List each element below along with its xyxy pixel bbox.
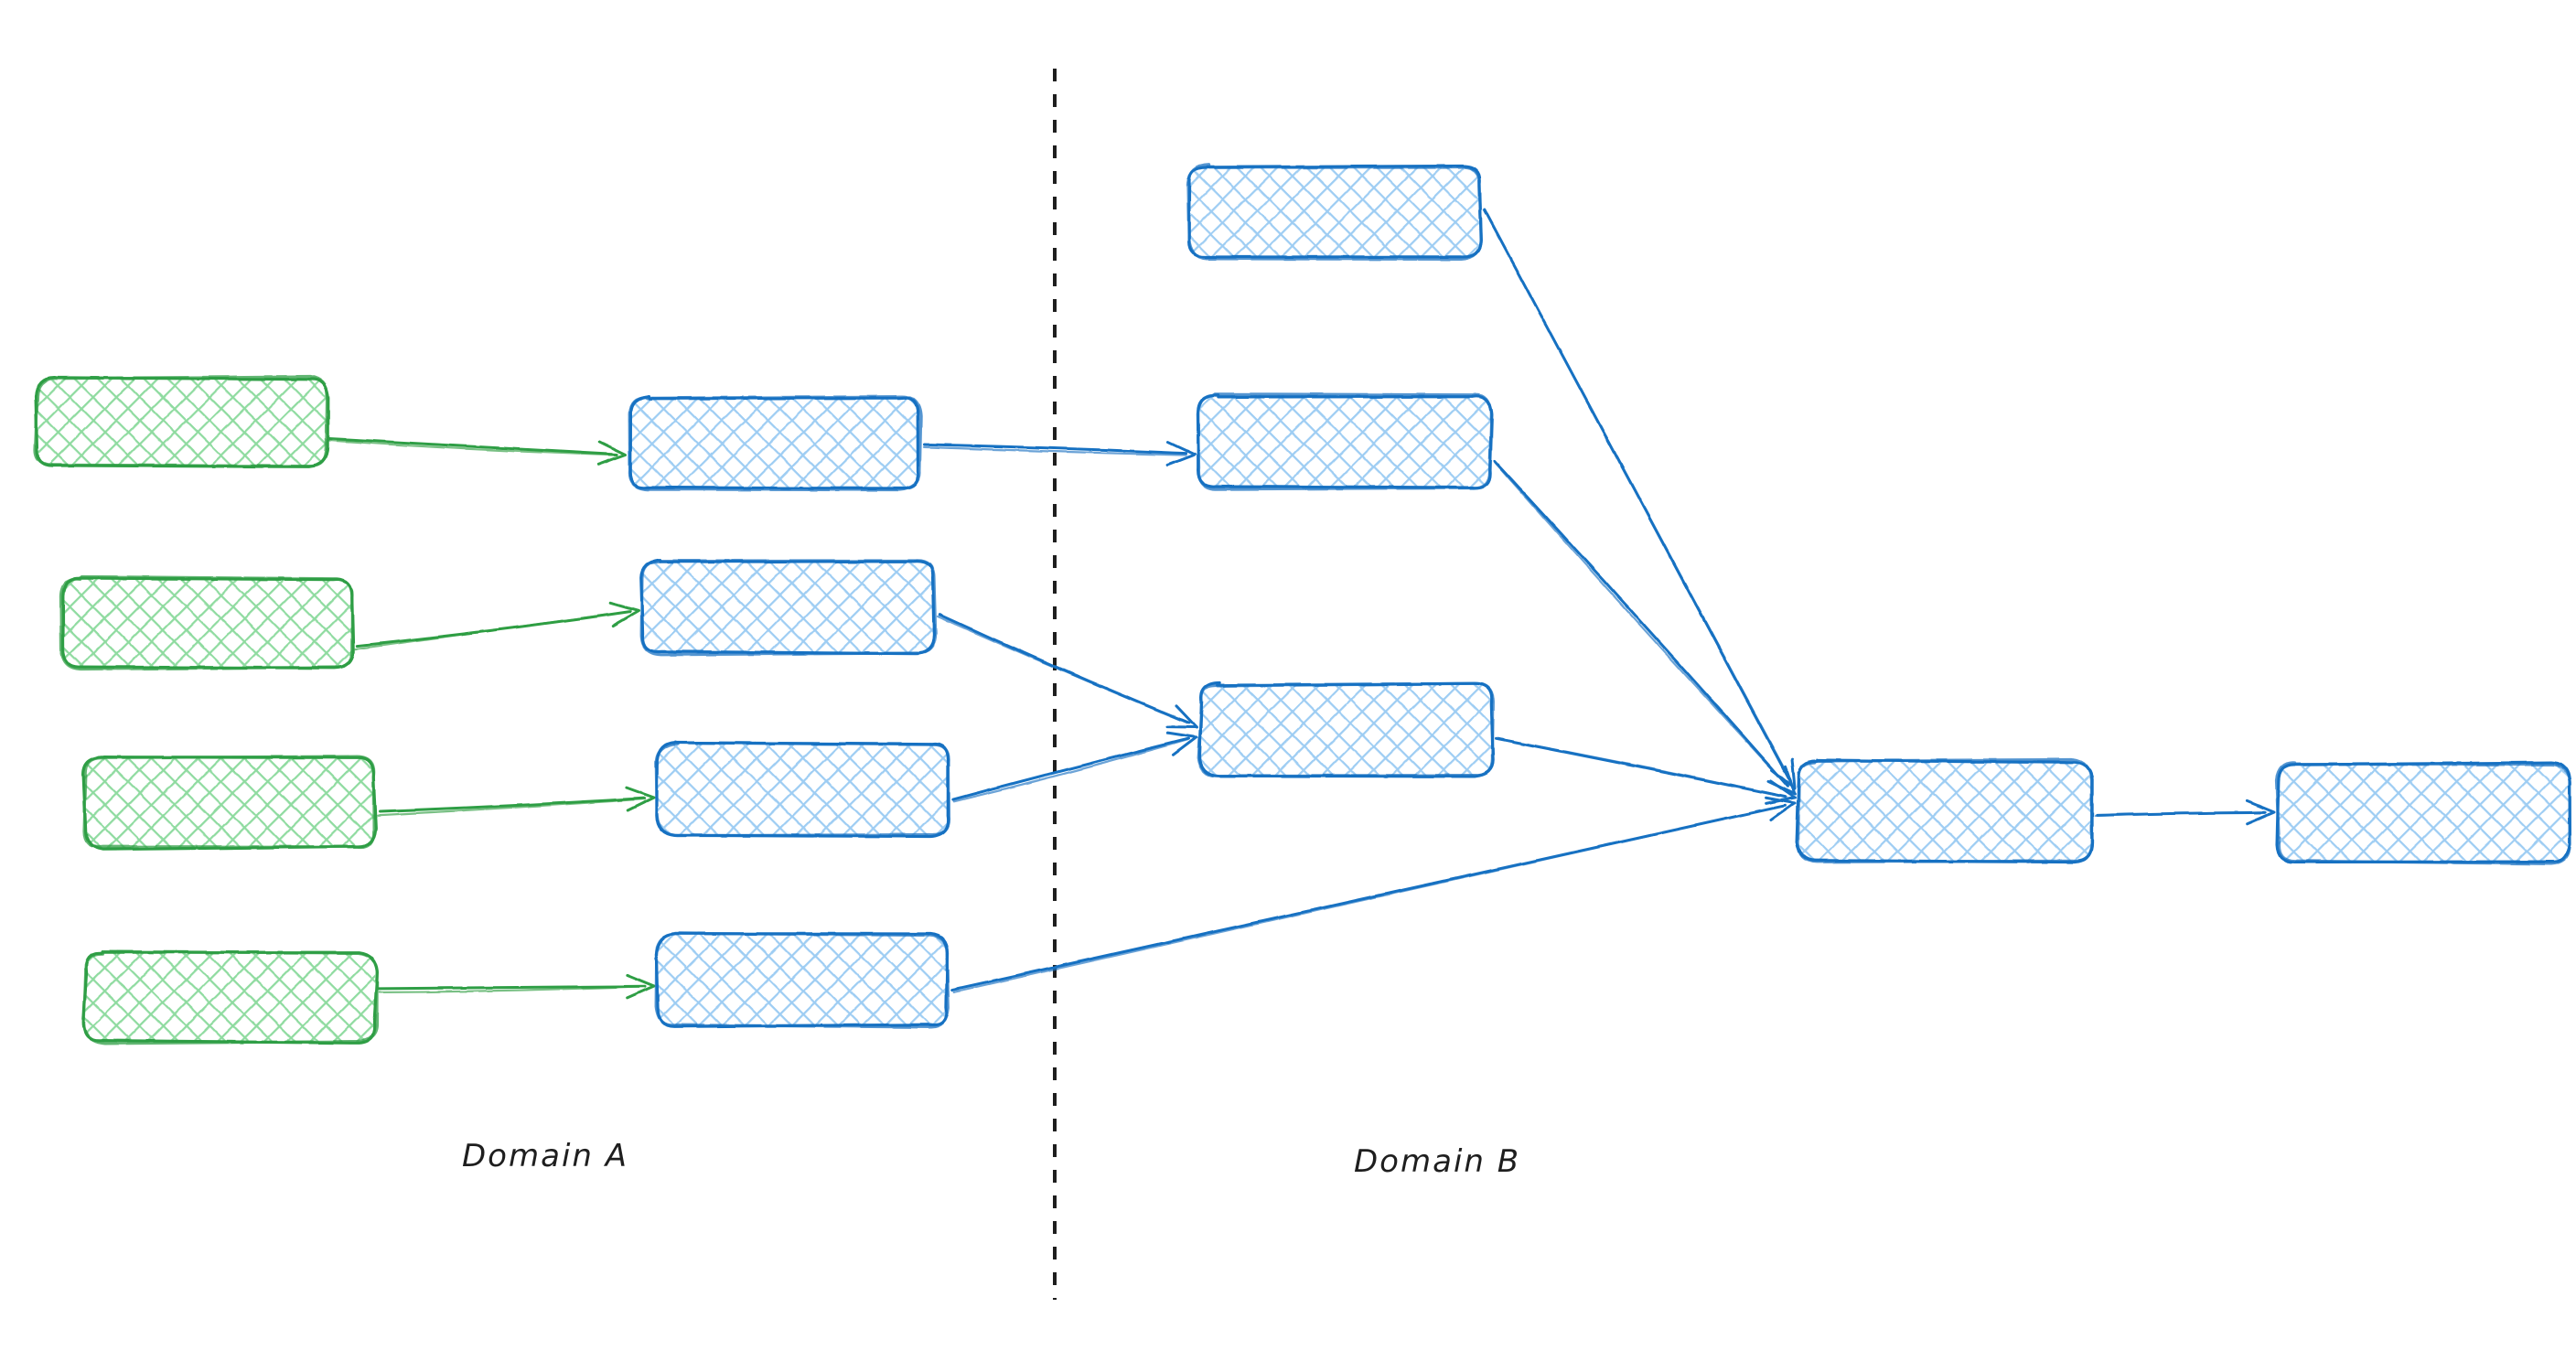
node-a-mid-4[interactable] <box>654 931 950 1029</box>
node-fill <box>36 378 328 467</box>
edge-shaft <box>938 613 1191 724</box>
node-a-mid-3[interactable] <box>654 741 951 839</box>
edge-shaft <box>1483 208 1792 782</box>
node-outline <box>628 394 923 492</box>
label-domain-b: Domain B <box>1354 1143 1520 1180</box>
edge-shaft <box>951 737 1190 801</box>
node-outline <box>59 574 354 671</box>
node-fill <box>2277 763 2570 863</box>
node-fill <box>657 934 949 1027</box>
node-outline <box>1797 757 2094 863</box>
node-fill <box>641 561 935 654</box>
node-fill <box>83 757 376 849</box>
node-fill <box>657 743 950 835</box>
node-b-3[interactable] <box>1197 681 1495 778</box>
node-outline <box>33 374 329 468</box>
edge-shaft <box>922 445 1187 456</box>
edge-arrowhead <box>1165 731 1198 756</box>
node-outline <box>639 559 938 657</box>
edge-shaft <box>1497 737 1787 799</box>
edge-shaft <box>937 615 1190 724</box>
node-outline <box>2274 761 2571 866</box>
node-outline <box>654 931 950 1029</box>
edge-arrowhead <box>1165 704 1198 729</box>
edge-arrowhead <box>1165 441 1197 466</box>
node-b-2[interactable] <box>1196 392 1494 491</box>
node-outline <box>82 755 376 849</box>
node-fill <box>84 952 376 1042</box>
node-b-merge[interactable] <box>1795 757 2094 864</box>
edge-e3 <box>376 786 656 817</box>
node-b-out[interactable] <box>2274 761 2572 866</box>
label-domain-a: Domain A <box>462 1138 628 1174</box>
node-outline <box>1196 392 1493 491</box>
edge-shaft <box>952 738 1189 803</box>
edges-layer <box>327 208 2276 1000</box>
node-a-in-2[interactable] <box>59 574 355 671</box>
edge-shaft <box>2094 810 2266 818</box>
edge-e11 <box>1495 736 1797 805</box>
edge-e2 <box>354 601 640 650</box>
edge-arrowhead <box>1765 796 1797 822</box>
node-fill <box>1197 394 1492 488</box>
node-outline <box>1186 163 1484 261</box>
node-outline <box>654 741 951 838</box>
edge-shaft <box>1494 461 1790 788</box>
edge-arrowhead <box>2245 799 2276 826</box>
node-outline <box>1197 681 1495 777</box>
edge-arrowhead <box>608 601 640 627</box>
node-outline <box>82 949 380 1045</box>
node-a-in-1[interactable] <box>33 374 330 468</box>
edge-arrowhead <box>1765 779 1797 805</box>
edge-shaft <box>952 804 1787 993</box>
edge-arrowhead <box>625 786 656 812</box>
edge-e5 <box>922 441 1197 466</box>
node-fill <box>61 578 353 669</box>
edge-e12 <box>2094 799 2276 826</box>
edge-shaft <box>379 985 646 994</box>
node-fill <box>628 396 920 489</box>
node-a-mid-2[interactable] <box>639 558 938 657</box>
edge-shaft <box>922 443 1187 456</box>
edge-shaft <box>327 439 618 456</box>
node-a-mid-1[interactable] <box>628 394 923 492</box>
edge-arrowhead <box>596 440 628 466</box>
edge-shaft <box>378 797 647 813</box>
edge-shaft <box>354 610 630 650</box>
node-a-in-4[interactable] <box>81 949 380 1045</box>
edge-e7 <box>951 731 1198 803</box>
edge-arrowhead <box>625 973 656 1000</box>
edge-e1 <box>327 436 628 466</box>
edge-e6 <box>937 613 1198 729</box>
node-fill <box>1798 760 2092 863</box>
edge-shaft <box>327 436 619 456</box>
node-fill <box>1188 166 1481 258</box>
node-fill <box>1199 683 1494 777</box>
edge-shaft <box>1493 459 1789 788</box>
node-a-in-3[interactable] <box>81 755 378 852</box>
labels-layer: Domain A Domain B <box>462 1138 1520 1180</box>
nodes-layer <box>33 163 2572 1045</box>
edge-shaft <box>376 798 646 817</box>
edge-e8 <box>950 796 1797 993</box>
node-b-1[interactable] <box>1186 163 1484 261</box>
edge-e4 <box>377 973 656 1000</box>
